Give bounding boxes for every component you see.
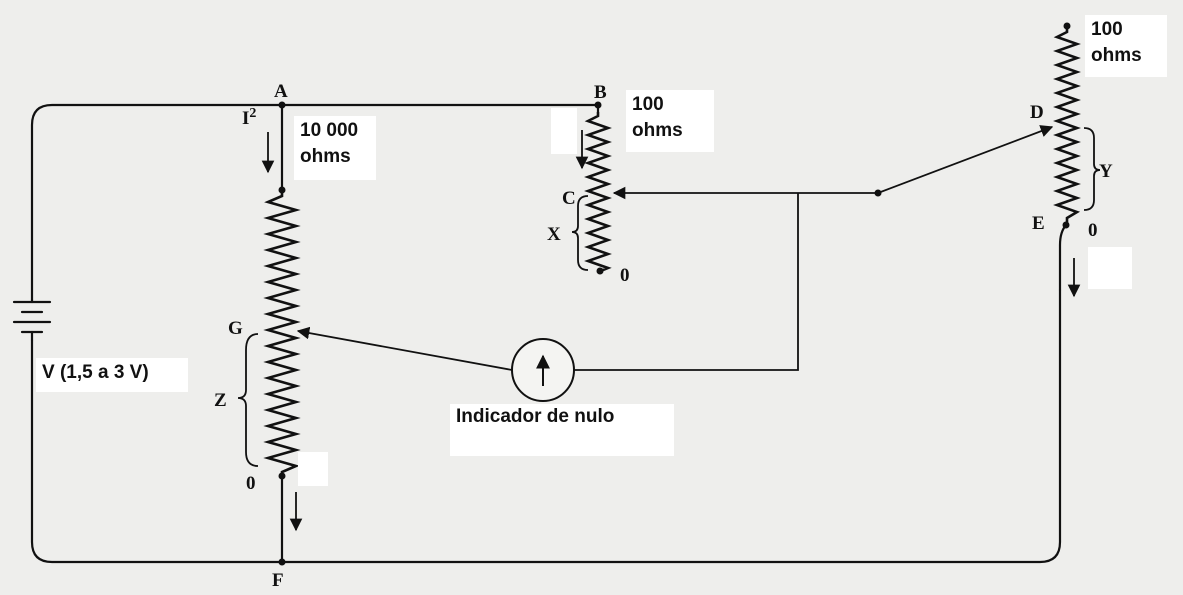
label-zero-y: 0 [1088, 220, 1098, 241]
label-current-i: I [242, 108, 249, 129]
label-null-indicator: Indicador de nulo [450, 404, 674, 456]
resistor-b-100 [584, 112, 612, 274]
label-100-ohms-b: 100 ohms [626, 90, 714, 152]
label-battery-voltage: V (1,5 a 3 V) [36, 358, 188, 392]
brace-x [571, 195, 589, 271]
node-f [278, 558, 286, 566]
label-y: Y [1099, 161, 1113, 182]
resistor-10000 [263, 190, 301, 476]
null-indicator-meter [511, 338, 575, 402]
label-current-sup: 2 [249, 106, 256, 121]
wire-top-left [30, 103, 284, 302]
wiper-d-arrow [877, 125, 1054, 194]
blank-patch-b [551, 108, 577, 154]
label-e: E [1032, 213, 1045, 234]
wiper-g-arrow [296, 326, 513, 371]
blank-patch-e [1088, 247, 1132, 289]
label-c: C [562, 188, 576, 209]
label-zero-z: 0 [246, 473, 256, 494]
wire-detector-right [574, 193, 799, 371]
blank-patch-f [298, 452, 328, 486]
node-junction [874, 189, 882, 197]
label-b: B [594, 82, 607, 103]
resistor-d-100 [1053, 26, 1081, 225]
node-zero-z [278, 472, 286, 480]
label-f: F [272, 570, 284, 591]
wire-left-bottom [30, 288, 1062, 564]
label-d: D [1030, 102, 1044, 123]
label-10000-ohms: 10 000 ohms [294, 116, 376, 180]
label-100-ohms-d: 100 ohms [1085, 15, 1167, 77]
node-top-d [1063, 22, 1071, 30]
node-b [594, 101, 602, 109]
wire-e-down [1058, 223, 1068, 292]
node-top-resistor [278, 186, 286, 194]
label-zero-x: 0 [620, 265, 630, 286]
brace-z [237, 333, 259, 467]
label-g: G [228, 318, 243, 339]
label-x: X [547, 224, 561, 245]
label-z: Z [214, 390, 227, 411]
brace-y [1083, 127, 1101, 211]
label-current: I2 [242, 106, 256, 129]
label-a: A [274, 81, 288, 102]
node-a [278, 101, 286, 109]
node-zero-x [596, 267, 604, 275]
battery-symbol [12, 298, 52, 342]
